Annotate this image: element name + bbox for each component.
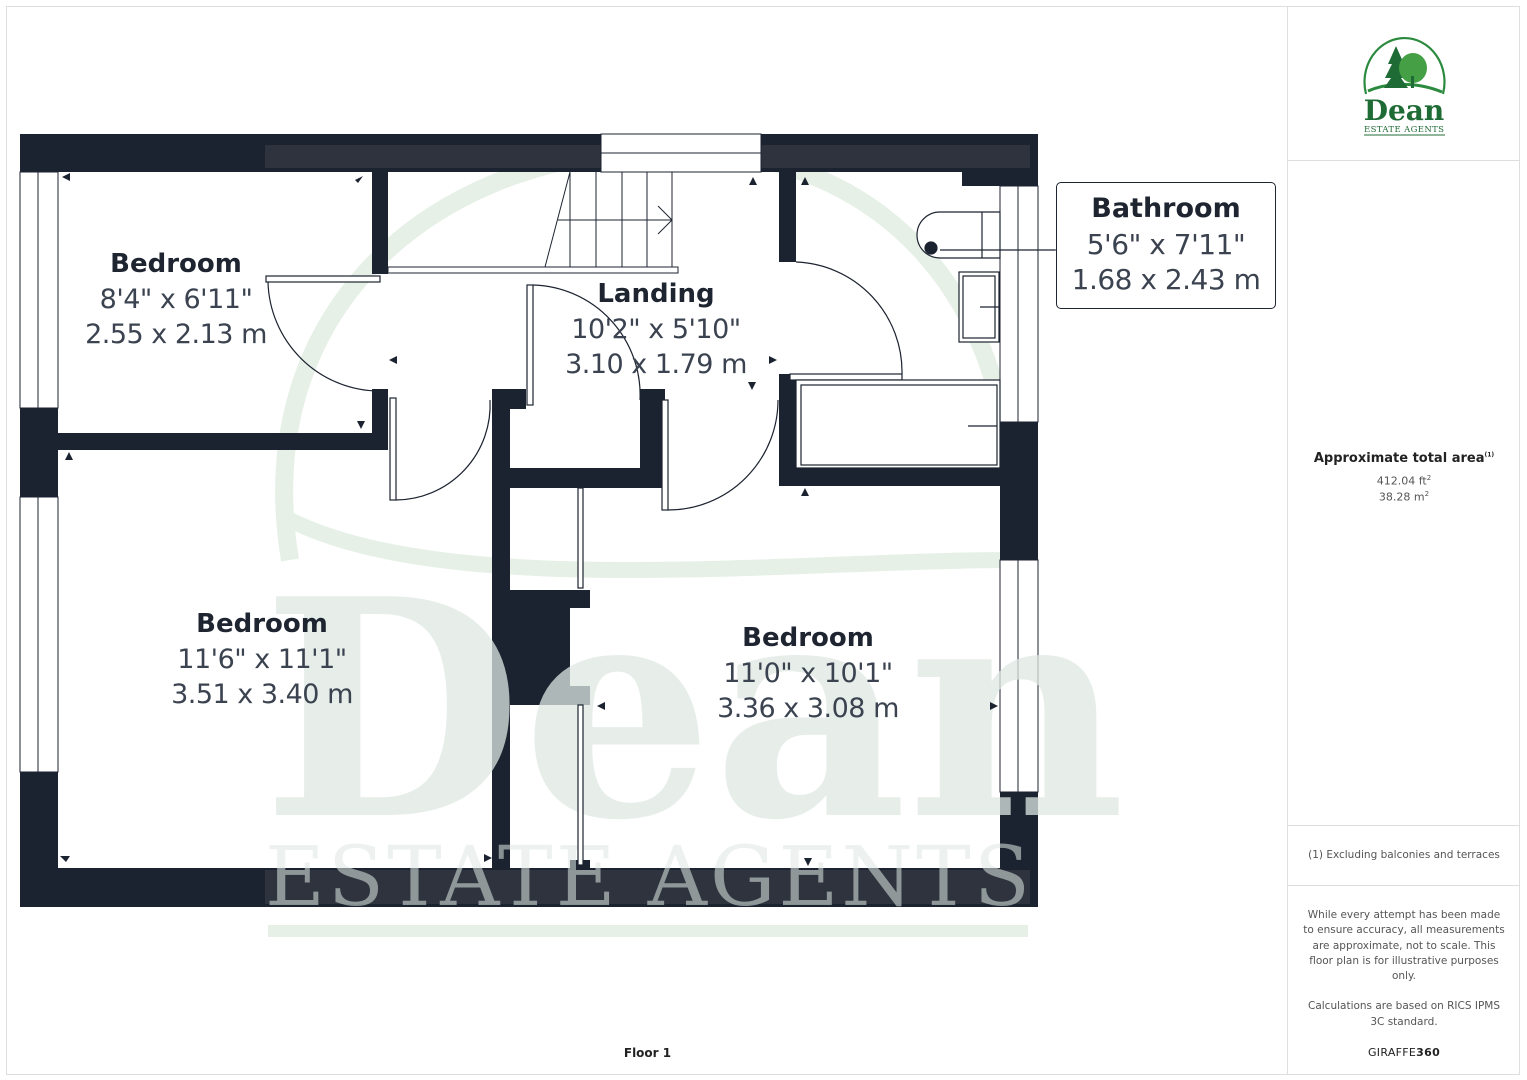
giraffe360-brand: GIRAFFE360 [1367,1046,1441,1060]
disclaimer-text: While every attempt has been made to ens… [1303,909,1505,983]
room-label-bedroom-3: Bedroom 11'0" x 10'1" 3.36 x 3.08 m [692,620,924,726]
logo-pine-tree-icon [1384,46,1408,88]
room-label-bedroom-2: Bedroom 11'6" x 11'1" 3.51 x 3.40 m [146,606,378,712]
watermark-estate-text: ESTATE AGENTS [265,830,1030,925]
room-metric: 2.55 x 2.13 m [85,319,267,350]
room-name: Bedroom [110,249,242,279]
logo-arch-icon [1363,36,1446,95]
page-frame [6,6,1520,1075]
room-name: Bedroom [196,609,328,639]
sidebar: Dean ESTATE AGENTS Approximate total are… [1287,6,1520,1075]
room-imperial: 8'4" x 6'11" [99,284,253,315]
room-imperial: 5'6" x 7'11" [1086,228,1246,261]
divider [1288,160,1520,161]
floor-label: Floor 1 [623,1046,672,1060]
staircase [387,171,679,274]
total-area: Approximate total area(1) 412.04 ft2 38.… [1288,451,1520,503]
logo-title: Dean [1364,94,1445,127]
bathroom-fixtures [795,211,1055,469]
room-imperial: 10'2" x 5'10" [571,314,741,345]
room-label-bedroom-1: Bedroom 8'4" x 6'11" 2.55 x 2.13 m [60,246,292,352]
dimension-markers [60,173,998,866]
dean-logo: Dean ESTATE AGENTS [1288,36,1520,136]
room-metric: 3.51 x 3.40 m [171,679,353,710]
area-footnote: (1) Excluding balconies and terraces [1308,849,1500,861]
divider [1288,825,1520,826]
floor-plan: Dean ESTATE AGENTS [19,133,1126,937]
room-label-bathroom: Bathroom 5'6" x 7'11" 1.68 x 2.43 m [1056,182,1276,309]
toilet-icon [916,211,1001,259]
room-label-landing: Landing 10'2" x 5'10" 3.10 x 1.79 m [540,276,772,382]
logo-subtitle: ESTATE AGENTS [1364,125,1444,135]
room-metric: 3.36 x 3.08 m [717,693,899,724]
divider [1288,885,1520,886]
room-metric: 3.10 x 1.79 m [565,349,747,380]
room-name: Bathroom [1091,193,1241,224]
room-name: Bedroom [742,623,874,653]
area-sqm: 38.28 m2 [1378,489,1430,504]
calculation-note: Calculations are based on RICS IPMS 3C s… [1307,1000,1501,1028]
doors [265,261,903,866]
windows [19,133,1039,793]
watermark-dean-text: Dean [262,533,1126,886]
room-imperial: 11'6" x 11'1" [177,644,347,675]
room-metric: 1.68 x 2.43 m [1071,263,1261,296]
room-imperial: 11'0" x 10'1" [723,658,893,689]
area-sqft: 412.04 ft2 [1376,474,1432,488]
disclaimer: While every attempt has been made to ens… [1302,908,1506,1060]
area-title: Approximate total area(1) [1313,451,1495,466]
room-name: Landing [597,279,715,309]
logo-oak-tree-icon [1399,53,1427,83]
